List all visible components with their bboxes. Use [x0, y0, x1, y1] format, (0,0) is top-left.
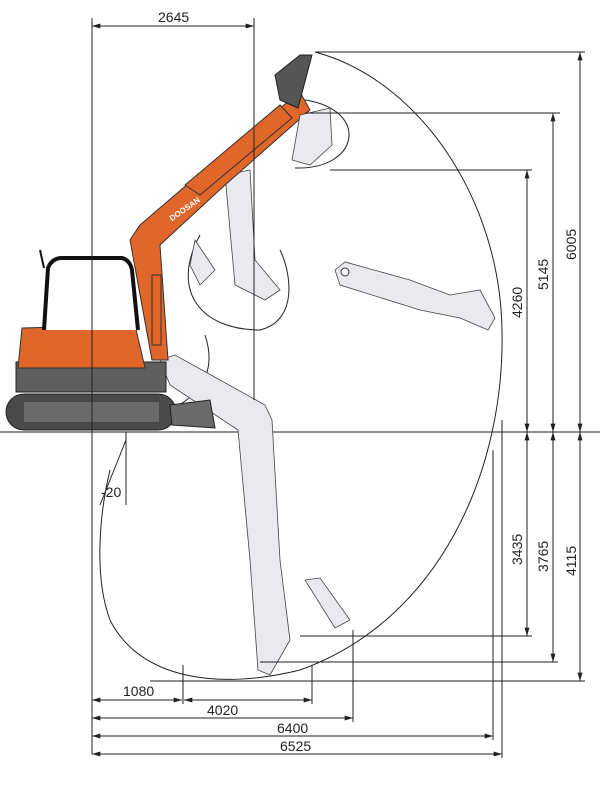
svg-text:3765: 3765: [535, 541, 551, 572]
ghost-arm-up: [189, 169, 281, 301]
arm: [184, 104, 293, 196]
dim-heights: 4260 5145 6005: [305, 51, 585, 432]
dim-depths: 3435 3765 4115: [150, 432, 585, 682]
svg-text:4260: 4260: [509, 287, 525, 318]
swing-arc: [294, 99, 350, 169]
svg-text:6525: 6525: [280, 738, 311, 754]
dim-reaches: 1080 4020 6400 6525: [92, 420, 503, 758]
excavator: DOOSAN: [5, 54, 333, 431]
cab: [42, 256, 140, 331]
svg-text:4020: 4020: [207, 702, 238, 718]
ghost-arm-down: [159, 354, 351, 676]
svg-text:2645: 2645: [158, 9, 189, 25]
upper-body: [17, 324, 146, 369]
dim-top-width: 2645: [91, 9, 255, 754]
dozer-blade: [169, 399, 216, 429]
reach-envelope: [99, 51, 503, 680]
svg-text:5145: 5145: [535, 259, 551, 290]
svg-text:3435: 3435: [509, 534, 525, 565]
svg-text:1080: 1080: [123, 683, 154, 699]
svg-text:-20: -20: [101, 484, 121, 500]
svg-text:6005: 6005: [563, 229, 579, 260]
svg-text:4115: 4115: [563, 546, 579, 576]
bucket: [274, 54, 313, 109]
svg-text:6400: 6400: [277, 720, 308, 736]
dim-offset: -20: [99, 432, 127, 506]
ghost-arm-reach: [334, 261, 496, 331]
boom: [129, 91, 311, 361]
